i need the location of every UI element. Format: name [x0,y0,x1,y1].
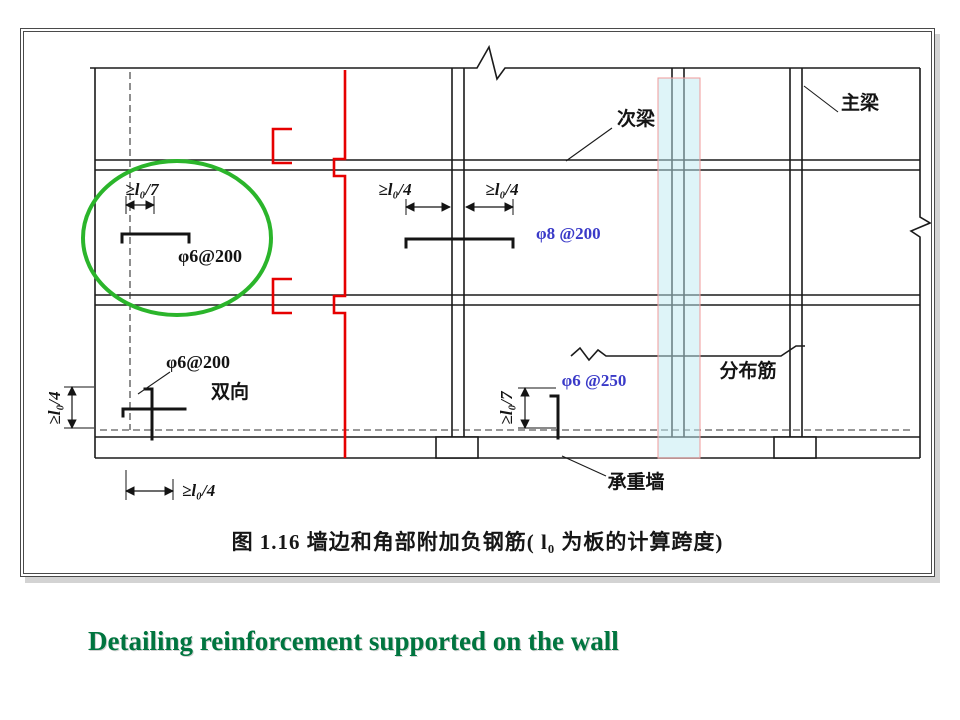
figure-1-16-drawing: 次梁 主梁 分布筋 承重墙 双向 φ6@200 φ6@200 φ8 @200 φ… [45,44,931,500]
label-distribution-bars: 分布筋 [719,359,776,382]
dim-bottom: ≥l₀/4 [182,481,215,500]
dim-top-left: ≥l₀/7 [125,180,160,199]
label-secondary-beam: 次梁 [617,107,656,130]
label-load-bearing-wall: 承重墙 [607,470,664,493]
text-labels: 次梁 主梁 分布筋 承重墙 双向 φ6@200 φ6@200 φ8 @200 φ… [45,91,880,500]
wall-pier [773,436,817,459]
rebar-label-edge-bottom: φ6 @250 [562,371,627,390]
corner-bottom-bar-vertical [143,387,154,441]
label-main-beam: 主梁 [841,91,880,114]
label-two-way: 双向 [211,380,249,403]
rebar-symbols [120,232,560,441]
dim-left-vertical: ≥l₀/4 [45,391,64,424]
corner-top-bar [120,232,191,244]
rebar-label-corner-top: φ6@200 [178,246,242,266]
dimension-lines [64,196,556,500]
figure-caption: 图 1.16 墙边和角部附加负钢筋( l₀ 为板的计算跨度) [231,530,724,554]
hidden-lines [100,72,914,431]
slide-title: Detailing reinforcement supported on the… [88,626,619,656]
green-highlight-circle [81,159,273,317]
wall-pier [435,436,479,459]
dim-right-vertical: ≥l₀/7 [497,390,516,425]
rebar-label-edge-top: φ8 @200 [536,224,601,243]
red-annotation-marks [271,70,347,458]
dim-mid-right: ≥l₀/4 [485,180,518,199]
corner-bottom-bar-horizontal [121,407,187,418]
figure-frame: 次梁 主梁 分布筋 承重墙 双向 φ6@200 φ6@200 φ8 @200 φ… [20,28,935,577]
edge-bottom-bar [549,394,560,440]
highlight-band [657,77,701,459]
distribution-bar-line [570,345,805,362]
rebar-label-corner-bottom: φ6@200 [166,352,230,372]
leader-lines [137,85,839,477]
edge-top-bar [404,237,515,249]
dim-mid-left: ≥l₀/4 [378,180,411,199]
